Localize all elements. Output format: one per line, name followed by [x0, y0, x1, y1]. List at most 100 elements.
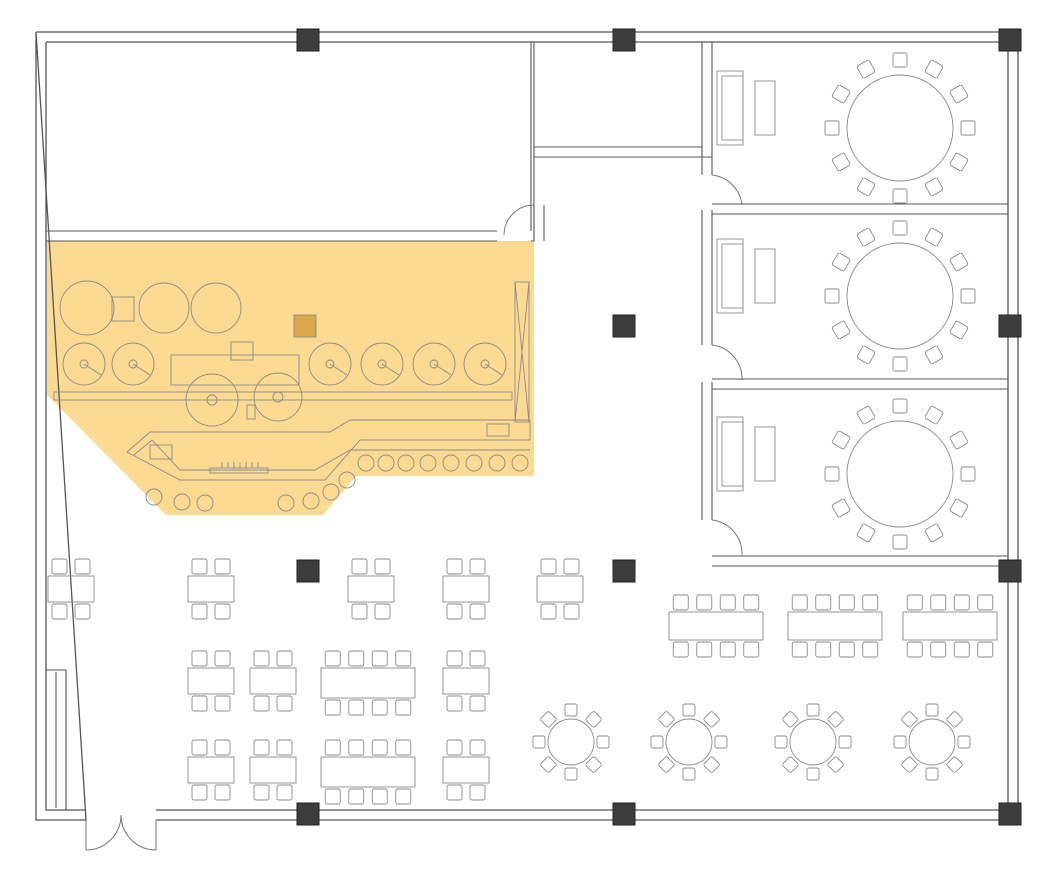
- wall-segment: [701, 210, 713, 520]
- chair: [540, 558, 557, 575]
- chair: [838, 641, 855, 658]
- chair: [930, 641, 947, 658]
- chair: [696, 641, 713, 658]
- brew-machine: [170, 354, 300, 386]
- chair: [446, 558, 463, 575]
- tank-valve: [377, 359, 387, 369]
- chair: [831, 320, 851, 340]
- chair: [446, 603, 463, 620]
- chair: [892, 356, 908, 372]
- chair: [214, 695, 231, 712]
- four-seat-table: [187, 667, 235, 695]
- door-swing: [711, 519, 743, 556]
- chair: [682, 767, 696, 781]
- chair: [827, 756, 844, 773]
- chair: [672, 594, 689, 611]
- chair: [831, 498, 851, 518]
- chair: [214, 784, 231, 801]
- hall-round-table: [908, 718, 956, 766]
- structural-columns: [296, 28, 1022, 826]
- sofa-cushion: [721, 243, 744, 309]
- bar-counter: [126, 419, 531, 512]
- chair: [324, 650, 341, 667]
- coffee-table: [754, 248, 776, 304]
- chair: [658, 711, 675, 728]
- chair: [191, 650, 208, 667]
- tank-arm: [433, 363, 452, 376]
- chair: [324, 739, 341, 756]
- column: [296, 802, 320, 826]
- chair: [324, 699, 341, 716]
- chair: [446, 739, 463, 756]
- banquet-table: [668, 611, 764, 641]
- door-swing: [503, 204, 535, 236]
- private-rooms-furniture: [716, 52, 976, 550]
- chair: [351, 603, 368, 620]
- chair: [214, 650, 231, 667]
- chair: [682, 703, 696, 717]
- tank-valve: [429, 359, 439, 369]
- chair: [585, 756, 602, 773]
- chair: [862, 641, 879, 658]
- chair: [469, 650, 486, 667]
- chair: [960, 120, 976, 136]
- tank-arm: [132, 363, 151, 376]
- bar-stool: [302, 492, 320, 510]
- outer-walls: [35, 31, 1019, 821]
- four-seat-table: [47, 575, 95, 603]
- four-seat-table: [187, 756, 235, 784]
- chair: [743, 594, 760, 611]
- chair: [824, 466, 840, 482]
- chair: [469, 558, 486, 575]
- chair: [51, 603, 68, 620]
- chair: [815, 641, 832, 658]
- tank-arm: [329, 363, 348, 376]
- chair: [696, 594, 713, 611]
- chair: [596, 735, 610, 749]
- bar-stool: [357, 454, 375, 472]
- chair: [276, 695, 293, 712]
- large-brew-tank: [190, 282, 242, 334]
- bar-sink: [149, 444, 173, 460]
- highlight-zone-kitchen-bar: [47, 241, 534, 515]
- chair: [371, 788, 388, 805]
- chair: [806, 767, 820, 781]
- chair: [348, 739, 365, 756]
- tank-arm: [484, 363, 503, 376]
- coffee-table: [754, 426, 776, 482]
- bar-stool: [145, 488, 163, 506]
- chair: [276, 784, 293, 801]
- chair: [214, 603, 231, 620]
- bar-inner: [133, 439, 530, 471]
- chair: [791, 594, 808, 611]
- chair: [924, 345, 944, 365]
- chair: [827, 711, 844, 728]
- chair: [946, 756, 963, 773]
- chair: [930, 594, 947, 611]
- chair: [824, 288, 840, 304]
- chair: [924, 405, 944, 425]
- hall-round-table: [789, 718, 837, 766]
- vertical-shelf: [514, 281, 530, 423]
- chair: [862, 594, 879, 611]
- chair: [351, 558, 368, 575]
- chair: [901, 756, 918, 773]
- small-brew-tank: [62, 342, 106, 386]
- door-swing: [711, 344, 743, 381]
- chair: [856, 227, 876, 247]
- chair: [953, 594, 970, 611]
- bar-stool: [442, 454, 460, 472]
- chair: [960, 288, 976, 304]
- chair: [719, 594, 736, 611]
- shelf-cross: [514, 281, 530, 423]
- chair: [540, 711, 557, 728]
- chair: [74, 603, 91, 620]
- chair: [703, 756, 720, 773]
- chair: [276, 739, 293, 756]
- hall-round-table: [665, 718, 713, 766]
- chair: [446, 784, 463, 801]
- bar-stool: [173, 493, 191, 511]
- door-swing: [85, 820, 157, 850]
- chair: [856, 177, 876, 197]
- chair: [672, 641, 689, 658]
